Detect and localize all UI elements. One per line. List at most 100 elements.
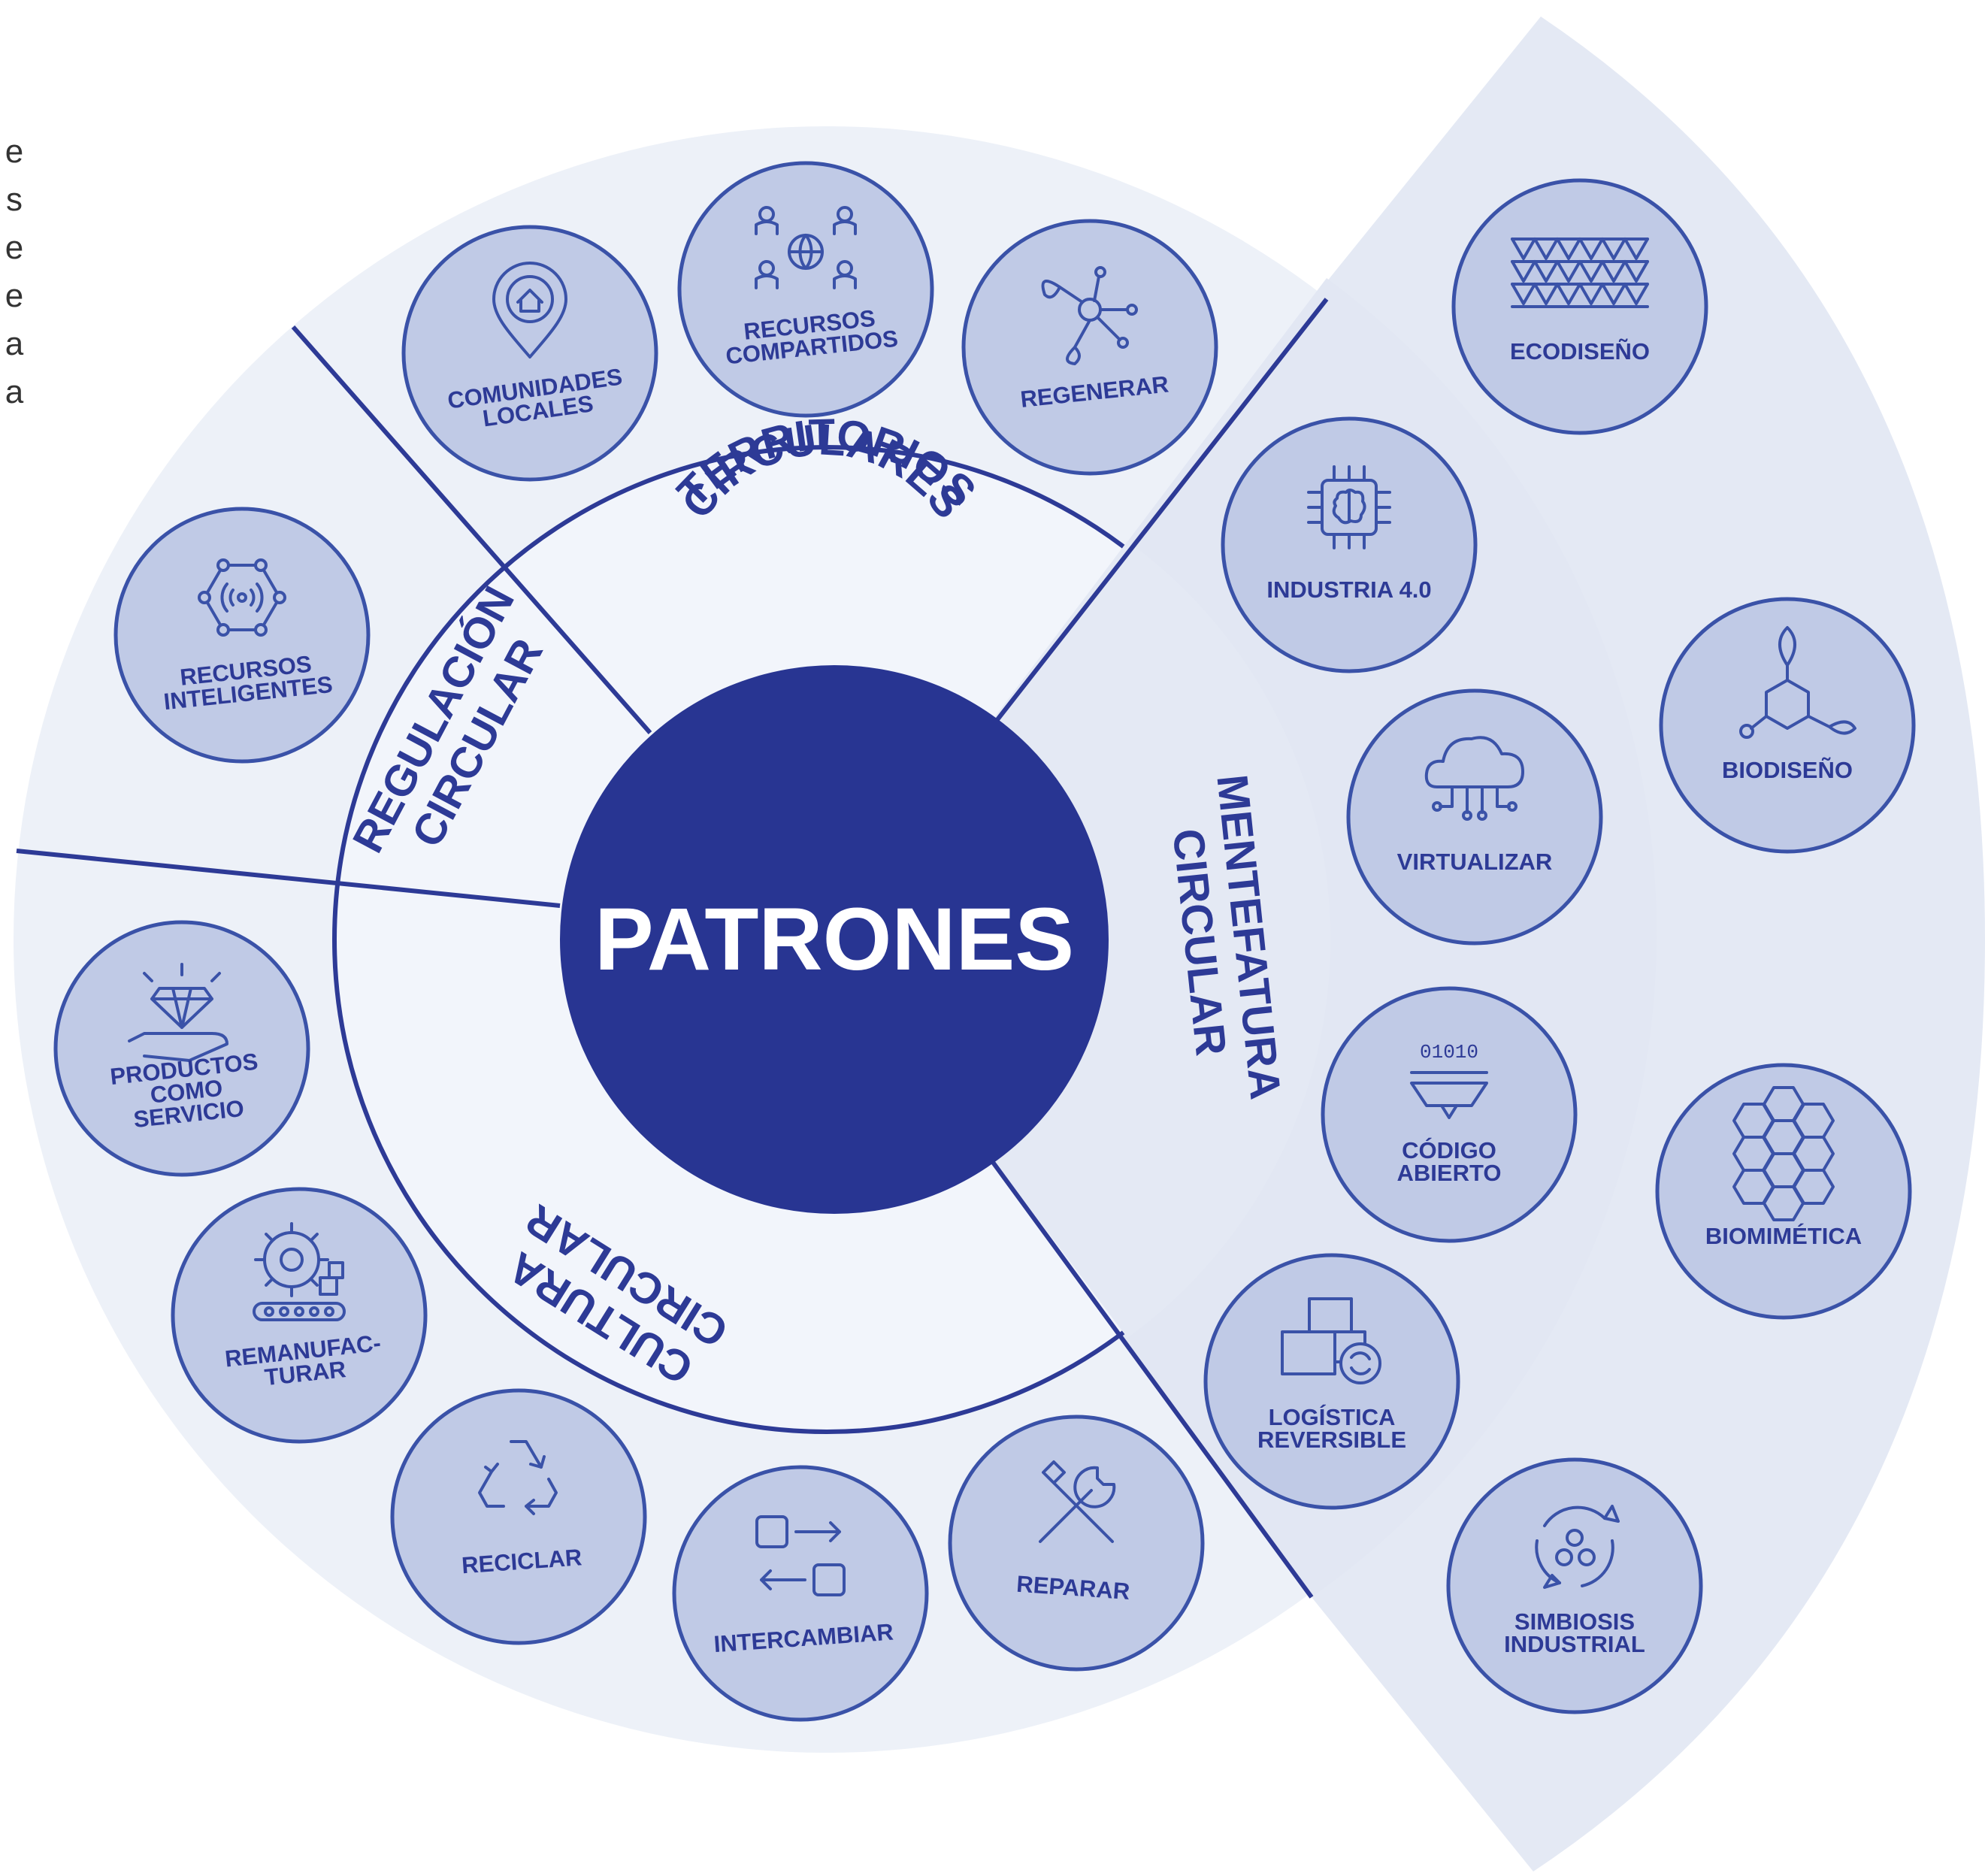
pattern-circle [1655,1063,1912,1320]
cycle-nodes-icon [1535,1505,1620,1589]
pattern-biodiseno: BIODISEÑO [1659,597,1916,854]
pattern-icon-wrap: 01010 [1410,1041,1488,1119]
diamond-hand-icon [128,963,228,1062]
pattern-circle [401,225,658,482]
pattern-icon-wrap [1732,1086,1835,1221]
pattern-reparar: REPARAR [948,1415,1205,1672]
pattern-circle [672,1465,929,1722]
pattern-icon-wrap [1424,736,1524,821]
side-text-char: a [5,325,24,362]
pattern-icon-wrap [1307,465,1391,549]
pattern-circle [1321,986,1578,1243]
pattern-reciclar: RECICLAR [390,1388,647,1645]
side-text-char: a [5,374,24,410]
pattern-icon-wrap [755,206,857,289]
pattern-icon-wrap [492,262,567,359]
pattern-circle [113,507,371,764]
pattern-circle [677,161,934,418]
pattern-icon-wrap [478,1440,558,1515]
pattern-label-group: BIODISEÑO [1722,757,1853,783]
pattern-label: INDUSTRIAL [1504,1631,1645,1657]
pattern-circle [390,1388,647,1645]
pattern-remanufacturar: REMANUFAC-TURAR [171,1187,428,1444]
molecule-leaf-icon [1739,626,1856,739]
pattern-label: INDUSTRIA 4.0 [1266,576,1431,603]
pattern-circle [1446,1457,1703,1714]
pattern-icon-wrap [1039,1460,1116,1543]
pattern-icon-wrap [1041,266,1138,365]
center-circle [560,665,1109,1214]
pattern-circle [53,920,310,1177]
pattern-icon-wrap [1281,1297,1381,1384]
svg-text:01010: 01010 [1420,1041,1478,1064]
pattern-circle [1346,688,1603,946]
pattern-label-group: ECODISEÑO [1510,338,1650,365]
divider-territorios-regulacion [291,325,652,734]
pattern-icon-wrap [1739,626,1856,739]
pattern-label-group: INDUSTRIA 4.0 [1266,576,1431,603]
pattern-regenerar: REGENERAR [961,219,1218,476]
plant-network-icon [1041,266,1138,365]
divider-cultura-mentefatura [990,1160,1314,1599]
pattern-icon-wrap [1511,238,1649,308]
side-text-char: e [5,133,24,170]
cloud-circuit-icon [1424,736,1524,821]
recycle-icon [478,1440,558,1515]
pattern-label: BIOMIMÉTICA [1705,1223,1862,1249]
side-text-char: s [6,181,23,218]
pattern-label: CÓDIGO [1402,1136,1496,1163]
divider-territorios-mentefatura [994,298,1329,723]
divider-regulacion-cultura [16,849,561,908]
pattern-circle [948,1415,1205,1672]
pattern-label: LOGÍSTICA [1269,1404,1396,1430]
pattern-industria-4-0: INDUSTRIA 4.0 [1221,416,1478,673]
pattern-circles: COMUNIDADESLOCALESRECURSOSCOMPARTIDOSREG… [53,161,1916,1722]
gear-conveyor-icon [253,1222,346,1321]
pattern-circle [1203,1253,1460,1510]
pattern-virtualizar: VIRTUALIZAR [1346,688,1603,946]
pattern-intercambiar: INTERCAMBIAR [672,1465,929,1722]
pattern-label: SIMBIOSIS [1514,1608,1635,1635]
pattern-ecodiseno: ECODISEÑO [1451,178,1708,435]
exchange-arrows-icon [755,1515,846,1596]
pattern-icon-wrap [755,1515,846,1596]
binary-funnel-icon: 01010 [1410,1041,1488,1119]
honeycomb-icon [1732,1086,1835,1221]
wrench-screwdriver-icon [1039,1460,1116,1543]
pattern-label-group: BIOMIMÉTICA [1705,1223,1862,1249]
brain-chip-icon [1307,465,1391,549]
pattern-icon-wrap [1535,1505,1620,1589]
boxes-cycle-icon [1281,1297,1381,1384]
pattern-icon-wrap [253,1222,346,1321]
pattern-circle [1659,597,1916,854]
pattern-label-group: VIRTUALIZAR [1397,849,1553,875]
pattern-label: BIODISEÑO [1722,757,1853,783]
people-globe-icon [755,206,857,289]
side-text-fragment: e s e e a a [5,128,24,416]
pattern-label: REVERSIBLE [1257,1427,1406,1453]
hexagon-signal-icon [198,558,286,637]
pattern-label: ECODISEÑO [1510,338,1650,365]
pattern-label: ABIERTO [1397,1160,1502,1186]
pattern-biomimetica: BIOMIMÉTICA [1655,1063,1912,1320]
lattice-structure-icon [1511,238,1649,308]
house-location-pin-icon [492,262,567,359]
pattern-icon-wrap [198,558,286,637]
pattern-label: VIRTUALIZAR [1397,849,1553,875]
side-text-char: e [5,277,24,314]
pattern-circle [961,219,1218,476]
center-core: PATRONES [560,665,1109,1214]
divider-lines [16,298,1329,1599]
